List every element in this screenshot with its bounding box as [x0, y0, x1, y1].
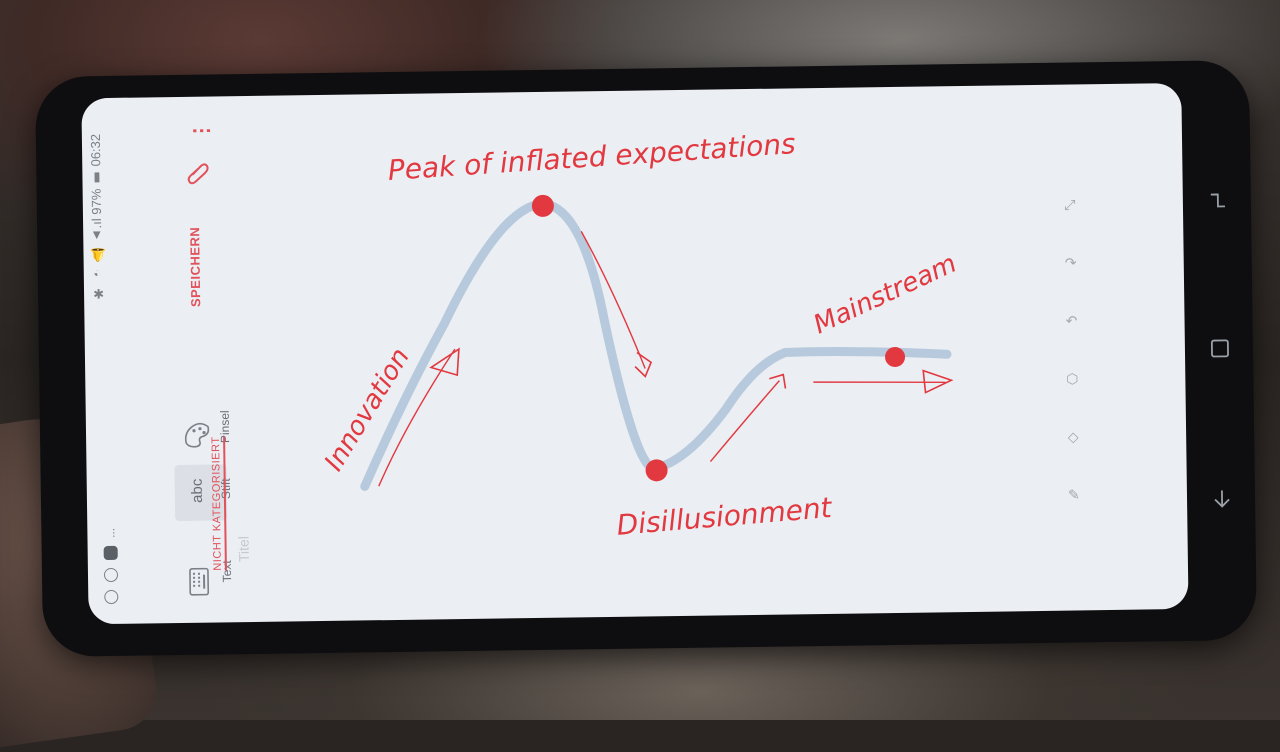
rise-arrow-head	[769, 373, 787, 389]
decline-arrow	[580, 231, 646, 369]
redo-icon[interactable]: ↷	[1064, 254, 1077, 271]
rise-arrow	[709, 380, 780, 463]
trough-dot	[645, 459, 668, 482]
recent-apps-icon[interactable]	[1208, 190, 1228, 210]
resize-icon[interactable]: ⤢	[1064, 196, 1076, 213]
pen-icon[interactable]: ✎	[1067, 486, 1080, 503]
disillusionment-label: Disillusionment	[615, 491, 834, 542]
phone-device: ✱ ◔ 🔔 ▲.ıl 97% ▮ 06:32 ... ⋮ SPEICHERN P…	[35, 60, 1258, 657]
drawing-canvas[interactable]: Peak of inflated expectations Innovation…	[81, 83, 1188, 624]
plateau-dot	[885, 346, 906, 367]
tool-brush[interactable]: Pinsel	[174, 404, 245, 461]
plateau-arrow-head	[922, 369, 954, 394]
drawing-tools: ⤢ ↷ ↶ ⬡ ◇ ✎	[1055, 194, 1089, 504]
peak-label: Peak of inflated expectations	[387, 127, 797, 187]
phone-screen: ✱ ◔ 🔔 ▲.ıl 97% ▮ 06:32 ... ⋮ SPEICHERN P…	[81, 82, 1189, 625]
decline-arrow-head	[634, 351, 653, 378]
peak-dot	[531, 194, 554, 217]
tool-text[interactable]: Text	[176, 554, 247, 611]
plateau-arrow	[813, 381, 946, 383]
mainstream-label: Mainstream	[809, 249, 961, 341]
innovation-arrow	[378, 348, 456, 487]
home-icon[interactable]	[1210, 338, 1230, 358]
lasso-icon[interactable]: ⬡	[1066, 370, 1079, 387]
hype-curve	[360, 199, 952, 491]
attachment-icon[interactable]	[186, 161, 210, 187]
undo-icon[interactable]: ↶	[1065, 312, 1078, 329]
brush-icon	[184, 422, 210, 448]
keyboard-icon	[189, 567, 210, 596]
eraser-icon[interactable]: ◇	[1067, 428, 1079, 445]
back-icon[interactable]	[1212, 488, 1232, 508]
note-toolbar: ⋮ SPEICHERN Pinsel abc Stift	[125, 96, 252, 624]
navigation-bar	[1202, 160, 1238, 580]
innovation-arrow-head	[429, 347, 460, 377]
